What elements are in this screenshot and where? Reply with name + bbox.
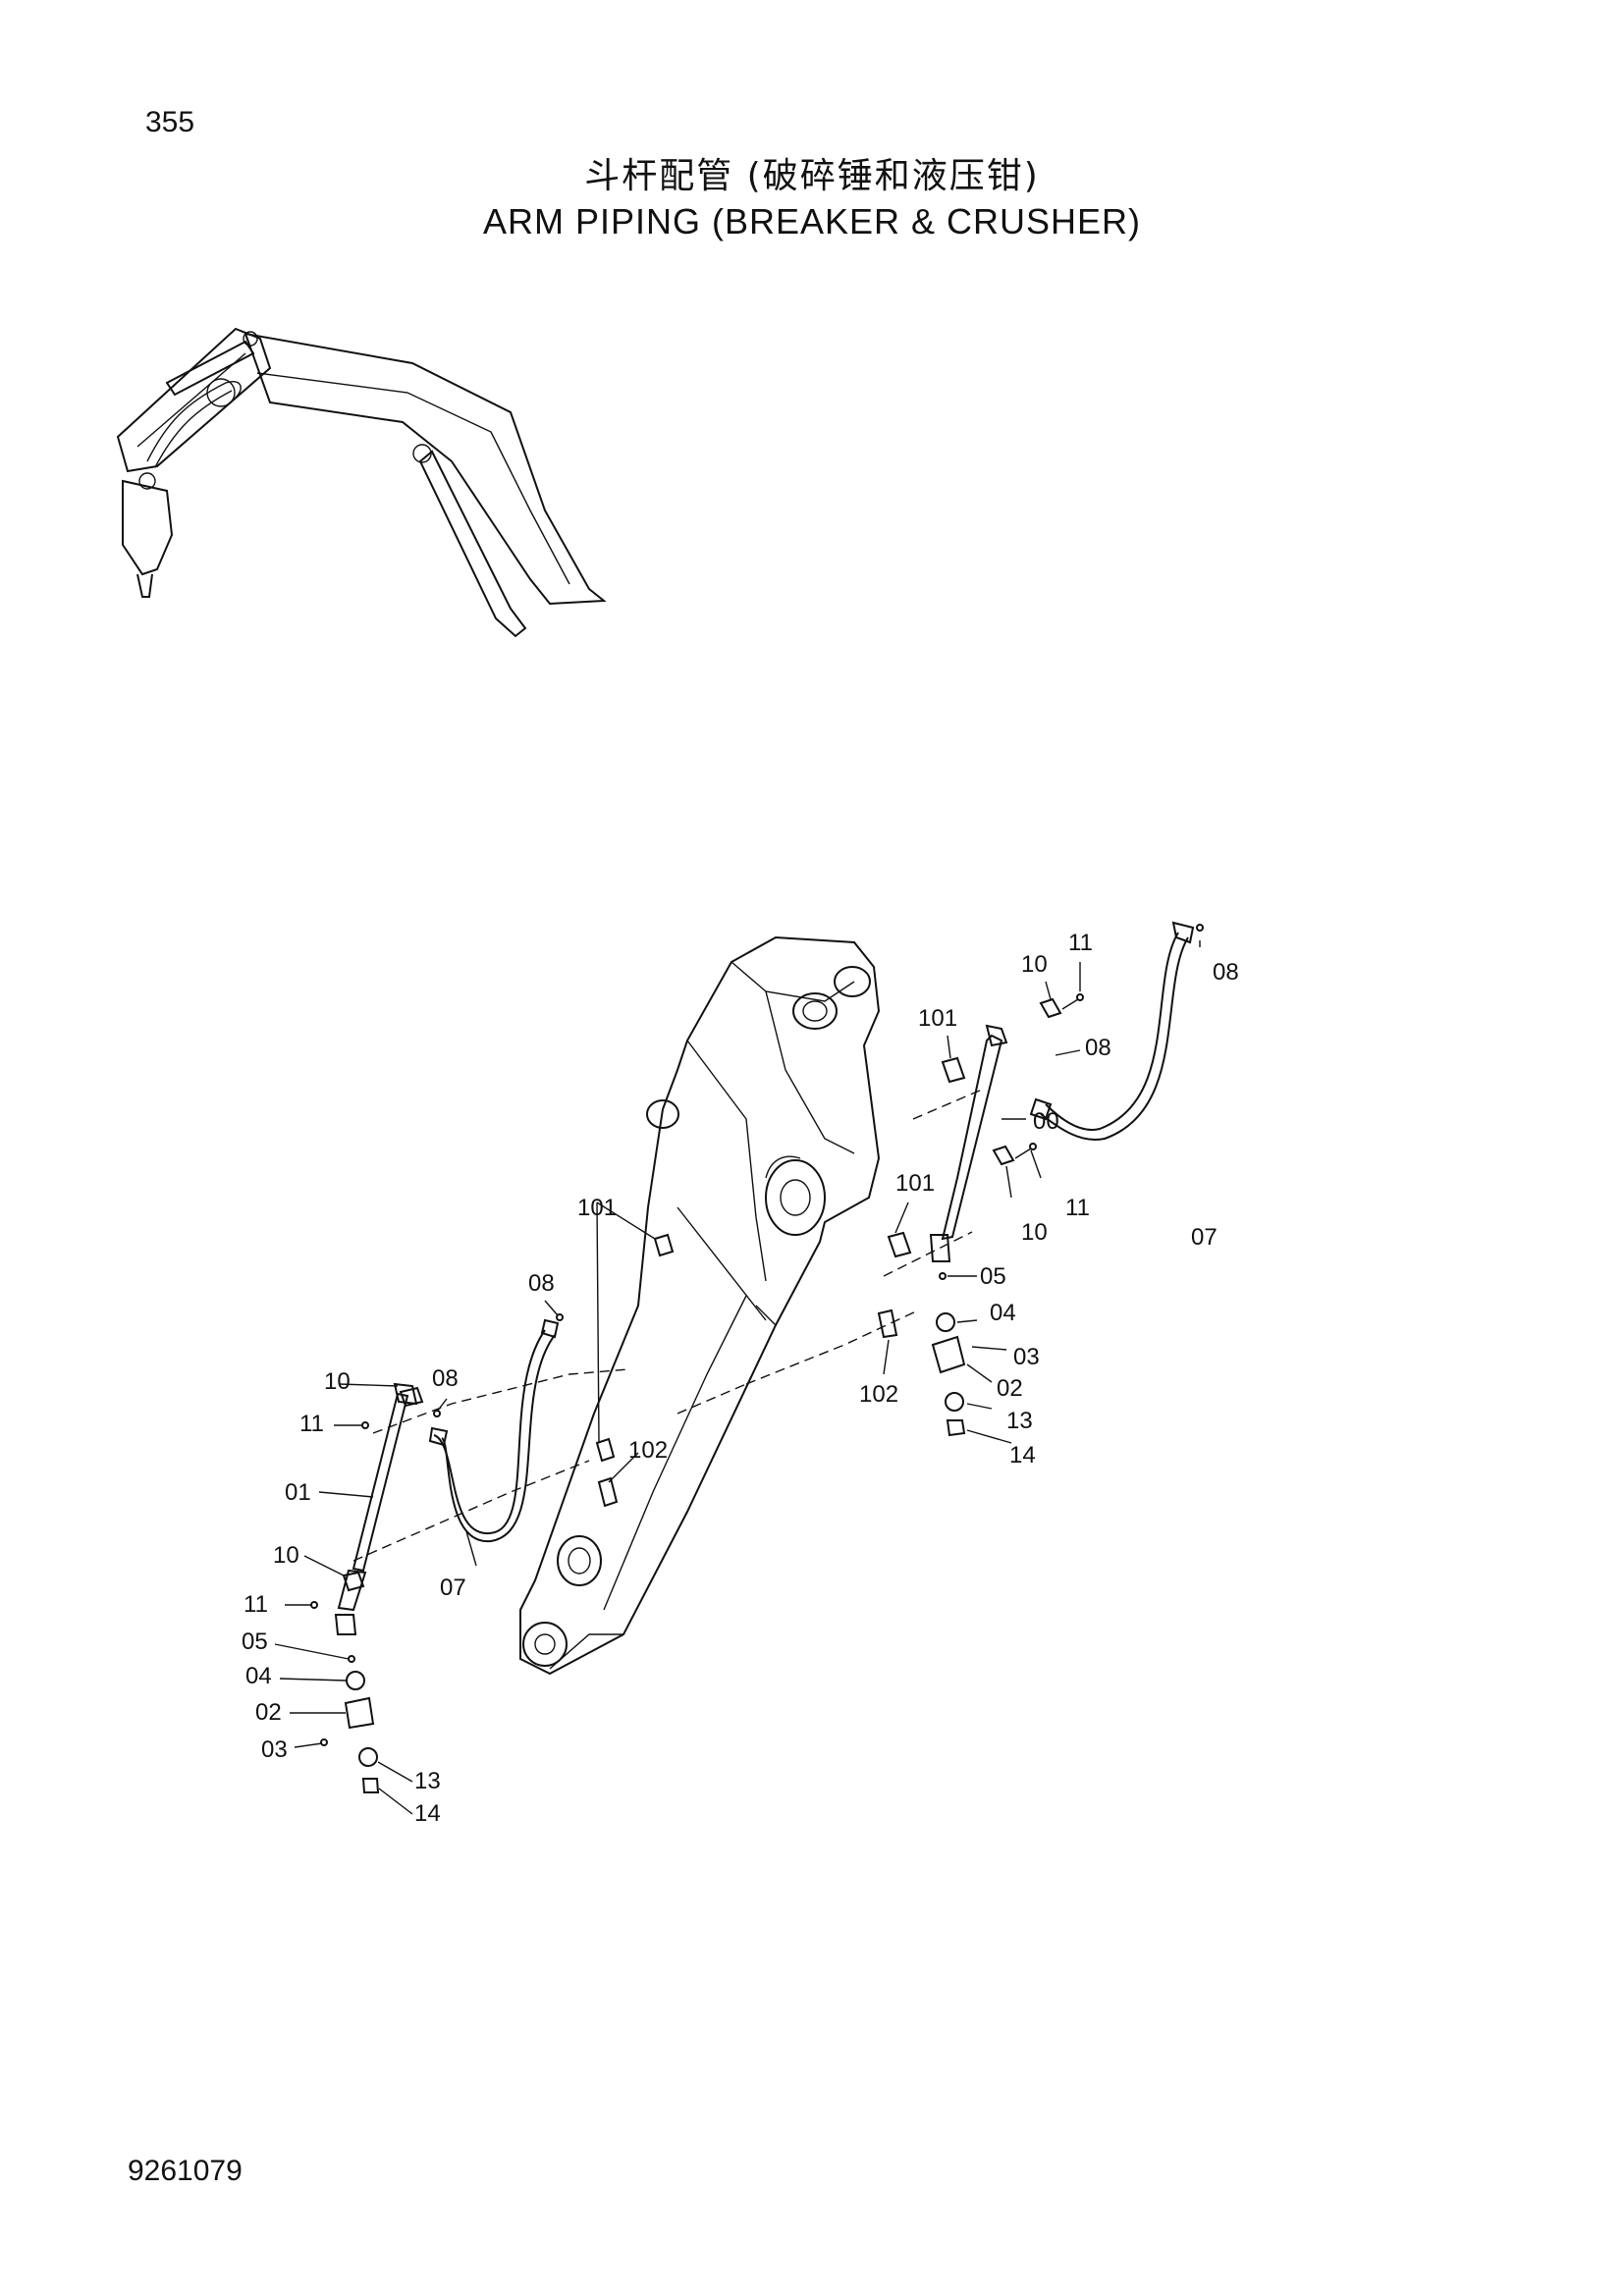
callout-05-right: 05 bbox=[980, 1263, 1006, 1290]
arm-structure bbox=[352, 935, 983, 1676]
callout-11-mid: 11 bbox=[1065, 1195, 1090, 1221]
callout-05-left: 05 bbox=[242, 1629, 268, 1655]
callout-07-right: 07 bbox=[1191, 1224, 1218, 1251]
page-number: 355 bbox=[145, 106, 195, 138]
callout-14-left: 14 bbox=[414, 1800, 441, 1827]
callout-00: 00 bbox=[1033, 1108, 1059, 1135]
callout-08-left-top: 08 bbox=[528, 1270, 555, 1297]
callout-101-mid: 101 bbox=[895, 1170, 935, 1197]
title-english: ARM PIPING (BREAKER & CRUSHER) bbox=[482, 201, 1142, 241]
callout-102-right: 102 bbox=[859, 1381, 898, 1408]
callout-03-right: 03 bbox=[1013, 1344, 1040, 1370]
callout-02-left: 02 bbox=[255, 1699, 282, 1726]
callout-07-left: 07 bbox=[440, 1575, 466, 1601]
right-piping bbox=[877, 921, 1204, 1437]
callout-101-top: 101 bbox=[918, 1005, 957, 1032]
left-piping bbox=[310, 1233, 675, 1793]
callout-10-left-top: 10 bbox=[324, 1368, 351, 1395]
callout-14-right: 14 bbox=[1009, 1442, 1036, 1468]
leader-lines bbox=[274, 940, 1201, 1815]
callout-10-mid: 10 bbox=[1021, 1219, 1048, 1246]
callout-08-left-mid: 08 bbox=[432, 1365, 459, 1392]
overview-illustration bbox=[116, 327, 607, 638]
callout-08-right: 08 bbox=[1085, 1035, 1111, 1061]
callout-10-left-bot: 10 bbox=[273, 1542, 299, 1569]
callout-10-top: 10 bbox=[1021, 951, 1048, 978]
callout-11-left-bot: 11 bbox=[244, 1591, 268, 1618]
title-chinese: 斗杆配管 (破碎锤和液压钳) bbox=[584, 156, 1040, 196]
callout-11-left-top: 11 bbox=[299, 1411, 324, 1437]
callout-04-left: 04 bbox=[245, 1663, 272, 1689]
callout-13-right: 13 bbox=[1006, 1408, 1033, 1434]
callout-02-right: 02 bbox=[997, 1375, 1023, 1402]
callout-102-left: 102 bbox=[628, 1437, 668, 1464]
callout-08-top-right: 08 bbox=[1213, 959, 1239, 986]
callouts: 11 10 101 08 08 00 101 11 10 07 05 04 03… bbox=[242, 930, 1239, 1827]
callout-13-left: 13 bbox=[414, 1768, 441, 1794]
document-number: 9261079 bbox=[128, 2155, 243, 2187]
callout-01: 01 bbox=[285, 1479, 311, 1506]
callout-11-top: 11 bbox=[1068, 930, 1093, 956]
callout-03-left: 03 bbox=[261, 1736, 288, 1763]
callout-04-right: 04 bbox=[990, 1300, 1016, 1326]
callout-101-left: 101 bbox=[577, 1195, 617, 1221]
